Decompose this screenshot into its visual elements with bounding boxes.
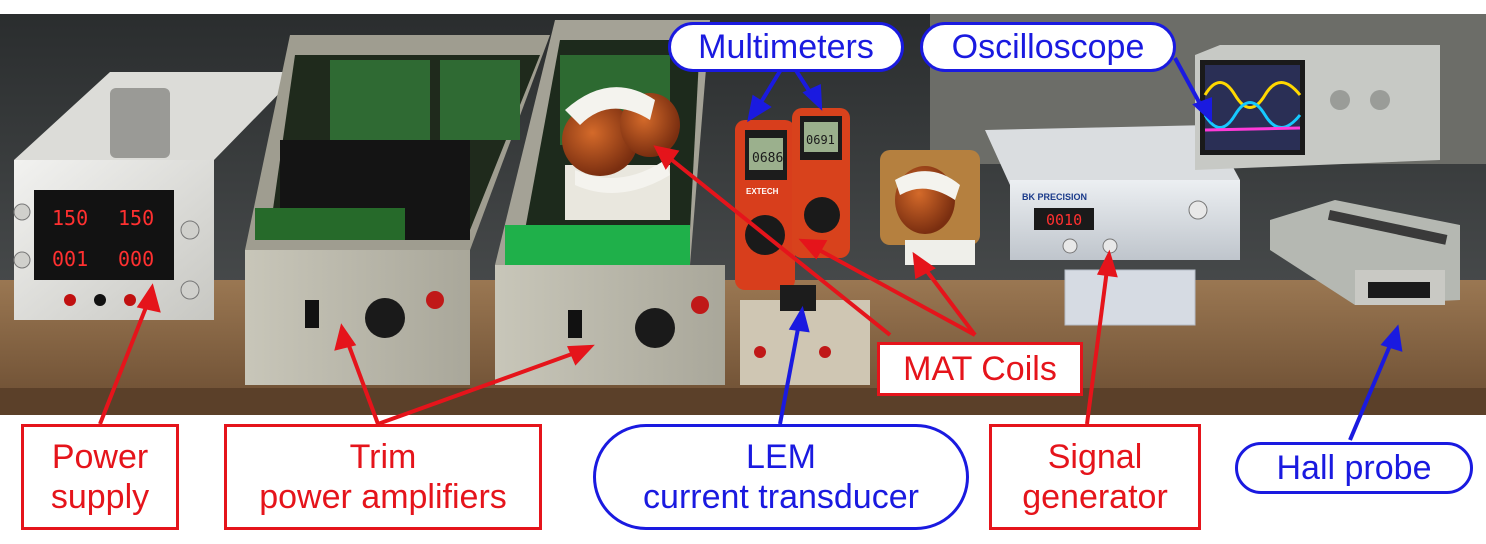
ps-readout-top-left: 150 (52, 206, 88, 230)
ps-readout-bottom-right: 000 (118, 247, 154, 271)
mat-coil-1 (562, 87, 680, 220)
label-trim-power-amplifiers: Trim power amplifiers (224, 424, 542, 530)
trim-amplifier-1 (245, 35, 550, 385)
multimeter-left-readout: 0686 (752, 151, 783, 166)
bench-edge (0, 388, 1486, 415)
label-oscilloscope: Oscilloscope (920, 22, 1176, 72)
multimeter-left-brand: EXTECH (746, 187, 779, 196)
label-lem-current-transducer: LEM current transducer (593, 424, 969, 530)
label-hall-probe: Hall probe (1235, 442, 1473, 494)
label-multimeters: Multimeters (668, 22, 904, 72)
label-mat-coils: MAT Coils (877, 342, 1083, 396)
ps-readout-top-right: 150 (118, 206, 154, 230)
hall-probe-unit (1270, 200, 1460, 305)
signal-generator: BK PRECISION 0010 (985, 125, 1240, 326)
multimeter-right-readout: 0691 (806, 133, 835, 147)
multimeter-left: 0686 EXTECH (735, 120, 795, 290)
label-power-supply: Power supply (21, 424, 179, 530)
sg-brand: BK PRECISION (1022, 192, 1087, 202)
red-pointers (98, 145, 1118, 426)
ps-readout-bottom-left: 001 (52, 247, 88, 271)
blue-pointers (747, 56, 1403, 441)
lem-transducer (740, 285, 870, 385)
label-signal-generator: Signal generator (989, 424, 1201, 530)
oscilloscope (1195, 45, 1440, 170)
sg-readout: 0010 (1046, 211, 1082, 229)
power-supply: 150 150 001 000 (13, 72, 300, 320)
multimeter-right: 0691 (792, 108, 850, 258)
